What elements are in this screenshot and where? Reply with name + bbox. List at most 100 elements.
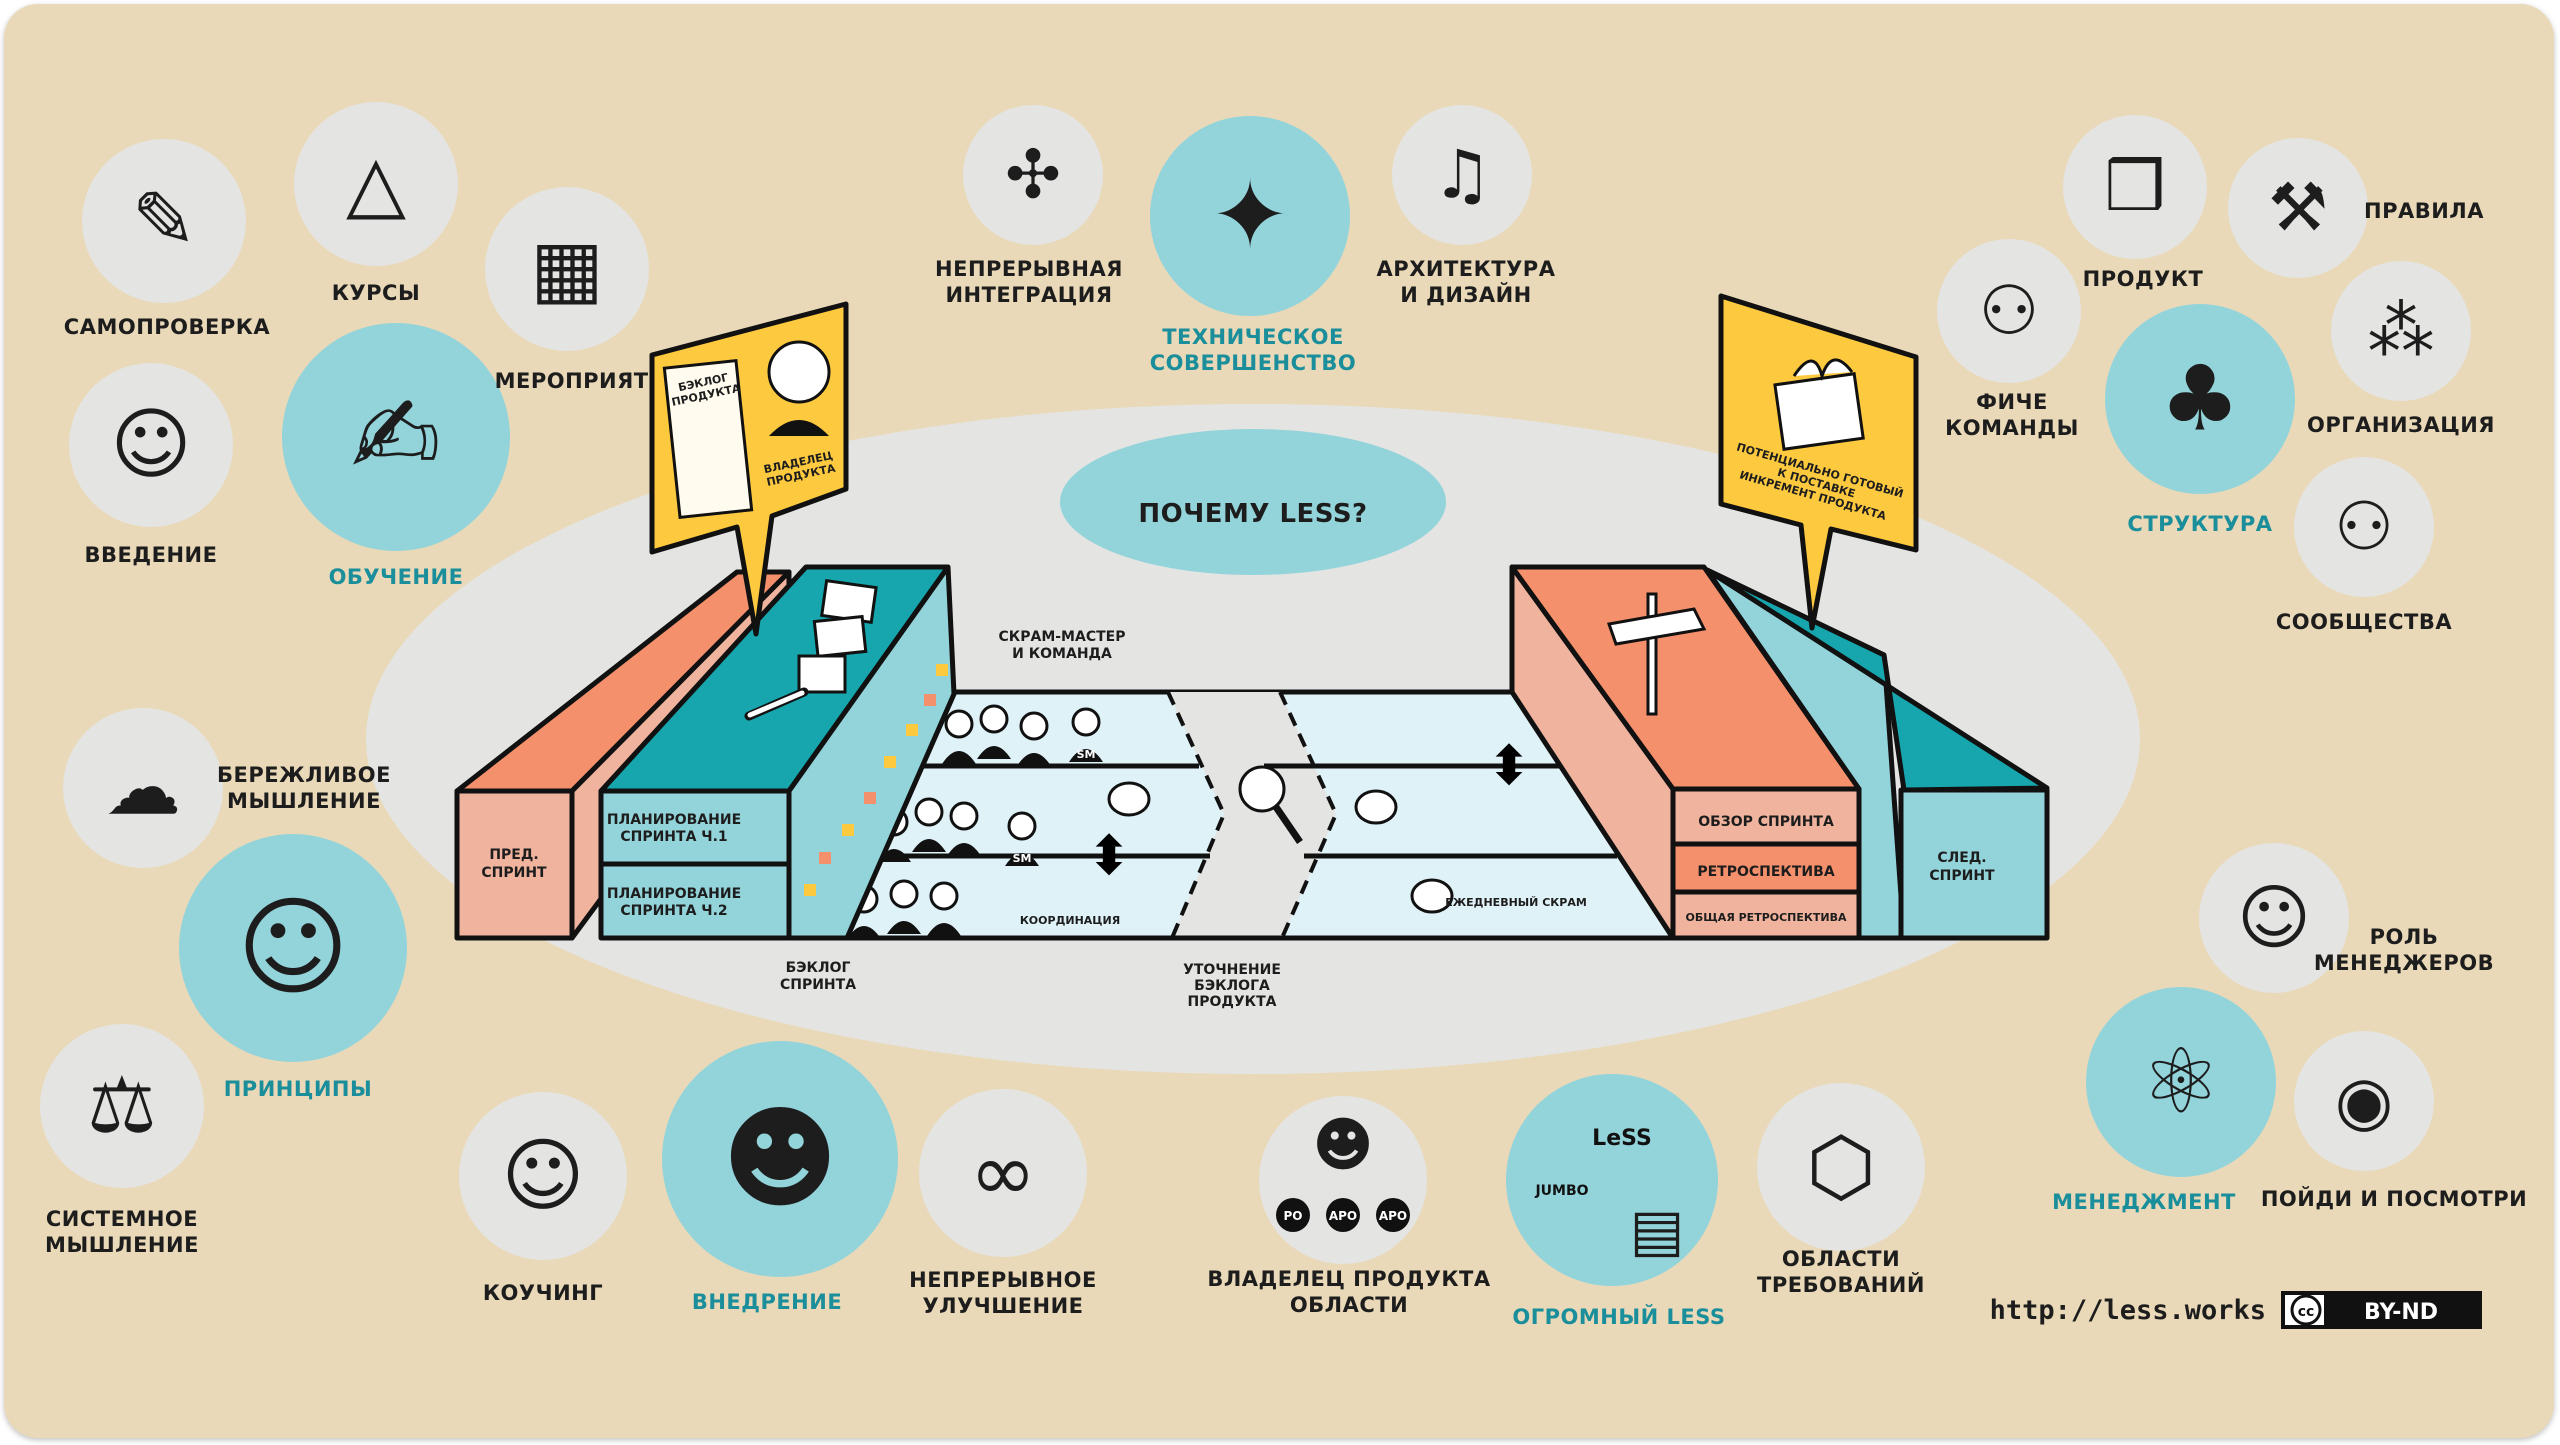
topic-label[interactable]: ПРАВИЛА bbox=[2364, 199, 2484, 223]
topic-circle[interactable] bbox=[2331, 261, 2471, 401]
sprint-review-block[interactable]: ОБЗОР СПРИНТА РЕТРОСПЕКТИВА ОБЩАЯ РЕТРОС… bbox=[1509, 564, 1862, 941]
topic-technical[interactable]: ✦ bbox=[1150, 116, 1350, 316]
topic-intro[interactable]: ☺ bbox=[69, 363, 233, 527]
topic-learning[interactable]: ✍ bbox=[282, 323, 510, 551]
topic-product[interactable]: ❒ bbox=[2063, 115, 2207, 259]
topic-label[interactable]: СТРУКТУРА bbox=[2127, 512, 2272, 536]
topic-label[interactable]: ПОЙДИ И ПОСМОТРИ bbox=[2261, 1186, 2527, 1211]
topic-circle[interactable] bbox=[485, 187, 649, 351]
topic-circle[interactable] bbox=[2294, 1031, 2434, 1171]
topic-circle[interactable] bbox=[69, 363, 233, 527]
team-member-figure bbox=[912, 797, 946, 852]
topic-label[interactable]: КУРСЫ bbox=[332, 281, 420, 305]
topic-circle[interactable] bbox=[1937, 239, 2081, 383]
topic-ci[interactable]: ✣ bbox=[963, 105, 1103, 245]
topic-systems[interactable]: ⚖ bbox=[40, 1024, 204, 1188]
topic-circle[interactable] bbox=[2063, 115, 2207, 259]
topic-circle[interactable] bbox=[2228, 138, 2368, 278]
topic-circle[interactable] bbox=[179, 834, 407, 1062]
topic-label[interactable]: ОБУЧЕНИЕ bbox=[329, 565, 464, 589]
license-label: BY-ND bbox=[2364, 1300, 2438, 1325]
topic-courses[interactable]: △ bbox=[294, 102, 458, 266]
topic-principles[interactable]: ☺ bbox=[179, 834, 407, 1062]
topic-circle[interactable] bbox=[282, 323, 510, 551]
topic-circle[interactable] bbox=[963, 105, 1103, 245]
scrum-master-figure: SM bbox=[1005, 811, 1039, 866]
backlog-cards-icon bbox=[744, 578, 878, 721]
topic-label[interactable]: ПРИНЦИПЫ bbox=[224, 1077, 373, 1101]
topic-organization[interactable]: ⁂ bbox=[2331, 261, 2471, 401]
topic-circle[interactable] bbox=[2086, 987, 2276, 1177]
topic-label[interactable]: САМОПРОВЕРКА bbox=[64, 315, 271, 339]
sm-badge: SM bbox=[1013, 852, 1032, 865]
topic-manager-role[interactable]: ☺ bbox=[2199, 843, 2349, 993]
topic-label[interactable]: ПРОДУКТ bbox=[2083, 267, 2204, 291]
topic-adoption[interactable]: ☻ bbox=[662, 1041, 898, 1277]
gavel-icon: ⚒ bbox=[2268, 168, 2328, 246]
license-badge[interactable]: cc BY-ND bbox=[2281, 1291, 2482, 1329]
topic-circle[interactable] bbox=[2199, 843, 2349, 993]
speech-bubble-icon bbox=[1107, 781, 1151, 817]
topic-huge[interactable]: ▤ bbox=[1506, 1074, 1718, 1286]
topic-circle[interactable] bbox=[1150, 116, 1350, 316]
topic-circle[interactable] bbox=[2105, 304, 2295, 494]
topic-label[interactable]: ОРГАНИЗАЦИЯ bbox=[2307, 413, 2495, 437]
topic-structure[interactable]: ♣ bbox=[2105, 304, 2295, 494]
topic-management[interactable]: ⚛ bbox=[2086, 987, 2276, 1177]
topic-circle[interactable] bbox=[63, 708, 223, 868]
topic-improvement[interactable]: ∞ bbox=[919, 1089, 1087, 1257]
topic-label[interactable]: КОУЧИНГ bbox=[483, 1281, 603, 1305]
magnifier-icon bbox=[1238, 765, 1303, 844]
calendar-icon: ▦ bbox=[530, 224, 604, 314]
topic-circle[interactable] bbox=[2294, 457, 2434, 597]
topic-architecture[interactable]: ♫ bbox=[1392, 105, 1532, 245]
topic-label[interactable]: ОГРОМНЫЙ LESS bbox=[1512, 1304, 1725, 1329]
topic-label[interactable]: СООБЩЕСТВА bbox=[2276, 610, 2453, 634]
topic-circle[interactable] bbox=[294, 102, 458, 266]
topic-self-check[interactable]: ✎ bbox=[82, 139, 246, 303]
less-overview-diagram: ПОЧЕМУ LESS? ✎△▦✍☺☁☺⚖☺☻∞☻▤⬡⚛◉☺⚇♣⁂⚒❒⚇♫✦✣P… bbox=[4, 4, 2554, 1438]
topic-communities[interactable]: ⚇ bbox=[2294, 457, 2434, 597]
center-title-bubble[interactable] bbox=[1060, 429, 1446, 575]
topic-circle[interactable] bbox=[1757, 1083, 1925, 1251]
topic-circle[interactable] bbox=[459, 1092, 627, 1260]
next-sprint-block[interactable]: СЛЕД.СПРИНТ bbox=[1704, 567, 2050, 941]
topic-lean[interactable]: ☁ bbox=[63, 708, 223, 868]
topic-label[interactable]: ВВЕДЕНИЕ bbox=[85, 543, 218, 567]
topic-circle[interactable] bbox=[1392, 105, 1532, 245]
network-people-icon: ⚛ bbox=[2141, 1029, 2222, 1134]
topic-circle[interactable] bbox=[1506, 1074, 1718, 1286]
up-down-arrow-icon: ⬍ bbox=[1486, 734, 1531, 797]
open-book-icon: ✍ bbox=[351, 374, 442, 499]
topic-events[interactable]: ▦ bbox=[485, 187, 649, 351]
product-owner-bubble: БЭКЛОГПРОДУКТА ВЛАДЕЛЕЦПРОДУКТА bbox=[649, 301, 849, 637]
topic-circle[interactable] bbox=[82, 139, 246, 303]
topic-req-areas[interactable]: ⬡ bbox=[1757, 1083, 1925, 1251]
topic-label[interactable]: ВНЕДРЕНИЕ bbox=[692, 1290, 842, 1314]
topic-label[interactable]: МЕНЕДЖМЕНТ bbox=[2052, 1190, 2236, 1214]
center-title[interactable]: ПОЧЕМУ LESS? bbox=[1138, 499, 1367, 529]
topic-area-po[interactable]: ☻ bbox=[1259, 1096, 1427, 1264]
topic-circle[interactable] bbox=[919, 1089, 1087, 1257]
website-link[interactable]: http://less.works bbox=[1990, 1295, 2266, 1326]
topic-feature-teams[interactable]: ⚇ bbox=[1937, 239, 2081, 383]
topic-coaching[interactable]: ☺ bbox=[459, 1092, 627, 1260]
previous-sprint-label: ПРЕД.СПРИНТ bbox=[481, 847, 547, 881]
topic-circle[interactable] bbox=[40, 1024, 204, 1188]
topic-rules[interactable]: ⚒ bbox=[2228, 138, 2368, 278]
topic-go-see[interactable]: ◉ bbox=[2294, 1031, 2434, 1171]
topic-circle[interactable] bbox=[662, 1041, 898, 1277]
